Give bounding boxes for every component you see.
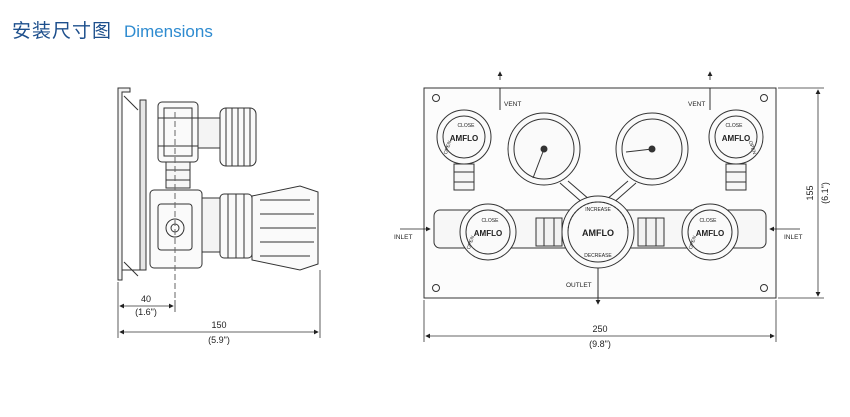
close-label-inlet-right: CLOSE [700,218,718,224]
close-label-vent-right: CLOSE [726,123,744,129]
side-dim-small-inch: (1.6") [135,307,157,317]
side-dimensions [117,270,321,338]
side-dim-width-inch: (5.9") [208,335,230,345]
close-label-vent-left: CLOSE [458,123,476,129]
brand-label-vent-left: AMFLO [450,134,478,143]
open-label-inlet-right: OPEN [688,235,699,251]
brand-label-inlet-right: AMFLO [696,229,724,238]
brand-label-regulator: AMFLO [582,228,614,238]
open-label-inlet-left: OPEN [466,235,477,251]
front-dimensions [423,87,824,342]
port-inlet-right: INLET [784,234,802,241]
front-dim-height-inch: (6.1") [820,182,830,204]
front-dim-width-inch: (9.8") [589,339,611,349]
front-view [423,87,777,299]
port-outlet: OUTLET [566,282,592,289]
front-dim-height-value: 155 [805,185,815,200]
front-dim-width-value: 250 [592,324,607,334]
open-label-vent-right: OPEN [747,140,758,156]
regulator-increase-label: INCREASE [585,207,611,213]
title-chinese: 安装尺寸图 [12,20,113,42]
port-vent-left: VENT [504,101,521,108]
close-label-inlet-left: CLOSE [482,218,500,224]
regulator-decrease-label: DECREASE [584,253,612,259]
page-header: 安装尺寸图 Dimensions [12,16,213,42]
brand-label-vent-right: AMFLO [722,134,750,143]
port-inlet-left: INLET [394,234,412,241]
side-dim-width-value: 150 [211,320,226,330]
port-vent-right: VENT [688,101,705,108]
brand-labels: AMFLO CLOSE OPEN AMFLO CLOSE OPEN AMFLO … [443,123,757,259]
open-label-vent-left: OPEN [443,140,454,156]
side-view [117,87,319,300]
brand-label-inlet-left: AMFLO [474,229,502,238]
side-dim-small-value: 40 [141,294,151,304]
title-english: Dimensions [124,22,213,41]
port-arrows [400,71,800,305]
